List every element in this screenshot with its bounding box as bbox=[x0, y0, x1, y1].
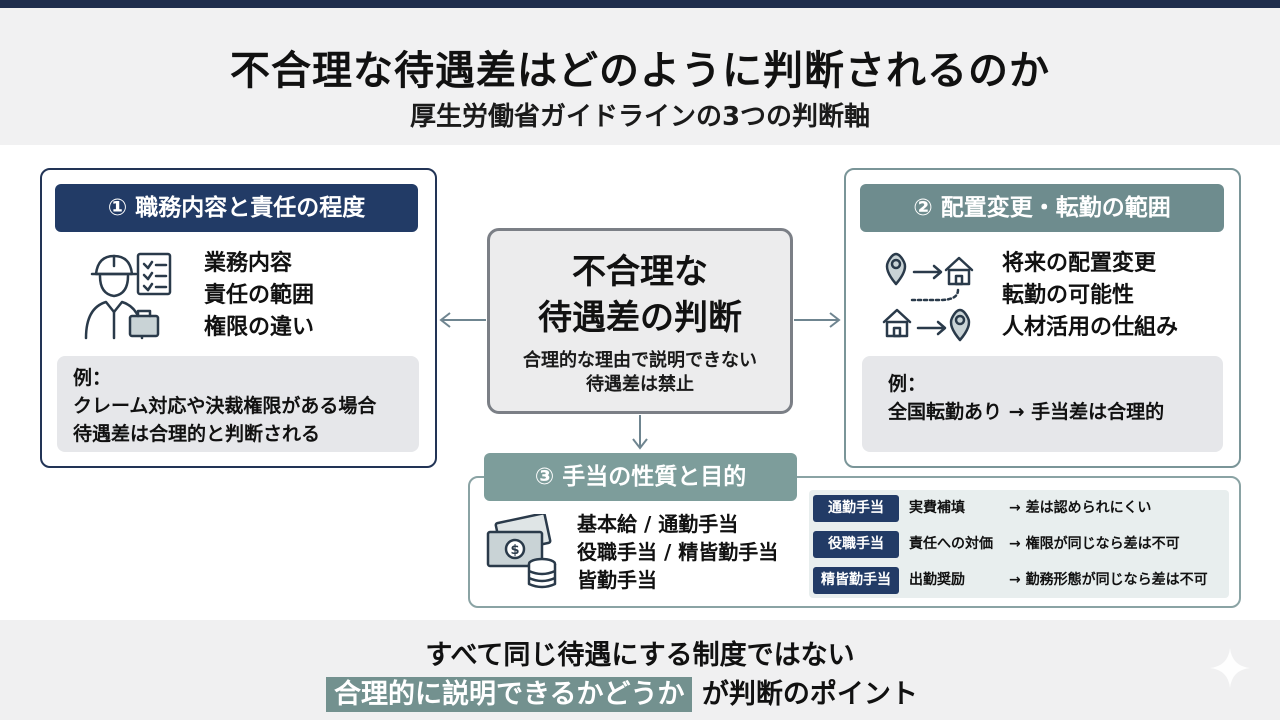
footer-line1: すべて同じ待遇にする制度ではない bbox=[425, 640, 855, 671]
axis1-items: 業務内容 責任の範囲 権限の違い bbox=[204, 248, 314, 344]
allowance-rule: → 差は認められにくい bbox=[1009, 500, 1152, 516]
central-judgment-box: 不合理な 待遇差の判断 合理的な理由で説明できない 待遇差は禁止 bbox=[487, 228, 793, 414]
table-row: 通勤手当 実費補填 → 差は認められにくい bbox=[809, 493, 1229, 523]
allowance-rule: → 権限が同じなら差は不可 bbox=[1009, 536, 1180, 552]
allowance-purpose: 実費補填 bbox=[909, 500, 965, 516]
allowance-rule: → 勤務形態が同じなら差は不可 bbox=[1009, 572, 1208, 588]
center-title-line: 不合理な bbox=[572, 252, 708, 292]
arrowhead-axis3 bbox=[632, 438, 648, 450]
axis1-example: 例： クレーム対応や決裁権限がある場合 待遇差は合理的と判断される bbox=[57, 356, 419, 452]
axis1-item: 業務内容 bbox=[204, 251, 293, 276]
axis2-item: 将来の配置変更 bbox=[1002, 251, 1157, 276]
axis2-item: 転勤の可能性 bbox=[1002, 283, 1135, 308]
axis3-item: 役職手当 / 精皆勤手当 bbox=[577, 540, 779, 564]
center-sub-line: 待遇差は禁止 bbox=[586, 374, 694, 395]
allowance-tag: 通勤手当 bbox=[813, 495, 899, 522]
table-row: 精皆勤手当 出勤奨励 → 勤務形態が同じなら差は不可 bbox=[809, 565, 1229, 595]
axis1-example-label: 例： bbox=[73, 367, 112, 389]
axis2-item: 人材活用の仕組み bbox=[1002, 315, 1179, 340]
table-row: 役職手当 責任への対価 → 権限が同じなら差は不可 bbox=[809, 529, 1229, 559]
allowance-purpose: 責任への対価 bbox=[909, 536, 993, 552]
footer: すべて同じ待遇にする制度ではない 合理的に説明できるかどうか が判断のポイント bbox=[0, 620, 1280, 720]
relocation-route-icon bbox=[882, 252, 974, 342]
axis3-items: 基本給 / 通勤手当 役職手当 / 精皆勤手当 皆勤手当 bbox=[577, 510, 778, 594]
money-coins-icon: $ bbox=[486, 514, 557, 589]
axis3-item: 基本給 / 通勤手当 bbox=[577, 512, 739, 536]
top-accent-bar bbox=[0, 0, 1280, 8]
axis2-example-text: 全国転勤あり → 手当差は合理的 bbox=[888, 401, 1165, 423]
axis1-label: ① 職務内容と責任の程度 bbox=[55, 184, 418, 232]
footer-highlight: 合理的に説明できるかどうか bbox=[326, 677, 693, 712]
allowance-tag: 役職手当 bbox=[813, 531, 899, 558]
arrowhead-axis2 bbox=[829, 312, 841, 328]
axis1-item: 権限の違い bbox=[204, 315, 315, 340]
axis2-items: 将来の配置変更 転勤の可能性 人材活用の仕組み bbox=[1002, 248, 1178, 344]
page-subtitle: 厚生労働省ガイドラインの3つの判断軸 bbox=[409, 102, 871, 132]
svg-text:$: $ bbox=[510, 543, 519, 558]
axis2-example-label: 例： bbox=[888, 373, 927, 395]
center-sub-line: 合理的な理由で説明できない bbox=[523, 350, 757, 371]
axis1-item: 責任の範囲 bbox=[204, 283, 315, 308]
allowance-tag: 精皆勤手当 bbox=[813, 567, 899, 594]
axis2-example: 例： 全国転勤あり → 手当差は合理的 bbox=[862, 356, 1223, 452]
footer-line2: 合理的に説明できるかどうか が判断のポイント bbox=[326, 672, 918, 712]
allowance-table: 通勤手当 実費補填 → 差は認められにくい 役職手当 責任への対価 → 権限が同… bbox=[809, 490, 1229, 598]
axis2-label: ② 配置変更・転勤の範囲 bbox=[860, 184, 1224, 232]
center-title-line: 待遇差の判断 bbox=[538, 298, 742, 338]
footer-line2-rest: が判断のポイント bbox=[701, 679, 918, 710]
worker-checklist-icon bbox=[84, 252, 172, 340]
sparkle-icon bbox=[1210, 648, 1250, 688]
axis3-label: ③ 手当の性質と目的 bbox=[484, 453, 797, 501]
axis3-item: 皆勤手当 bbox=[577, 568, 657, 592]
arrowhead-axis1 bbox=[439, 312, 451, 328]
axis1-example-line: 待遇差は合理的と判断される bbox=[73, 423, 321, 445]
allowance-purpose: 出勤奨励 bbox=[909, 572, 965, 588]
axis1-example-line: クレーム対応や決裁権限がある場合 bbox=[73, 395, 377, 417]
header: 不合理な待遇差はどのように判断されるのか 厚生労働省ガイドラインの3つの判断軸 bbox=[0, 8, 1280, 145]
page-title: 不合理な待遇差はどのように判断されるのか bbox=[230, 48, 1050, 94]
